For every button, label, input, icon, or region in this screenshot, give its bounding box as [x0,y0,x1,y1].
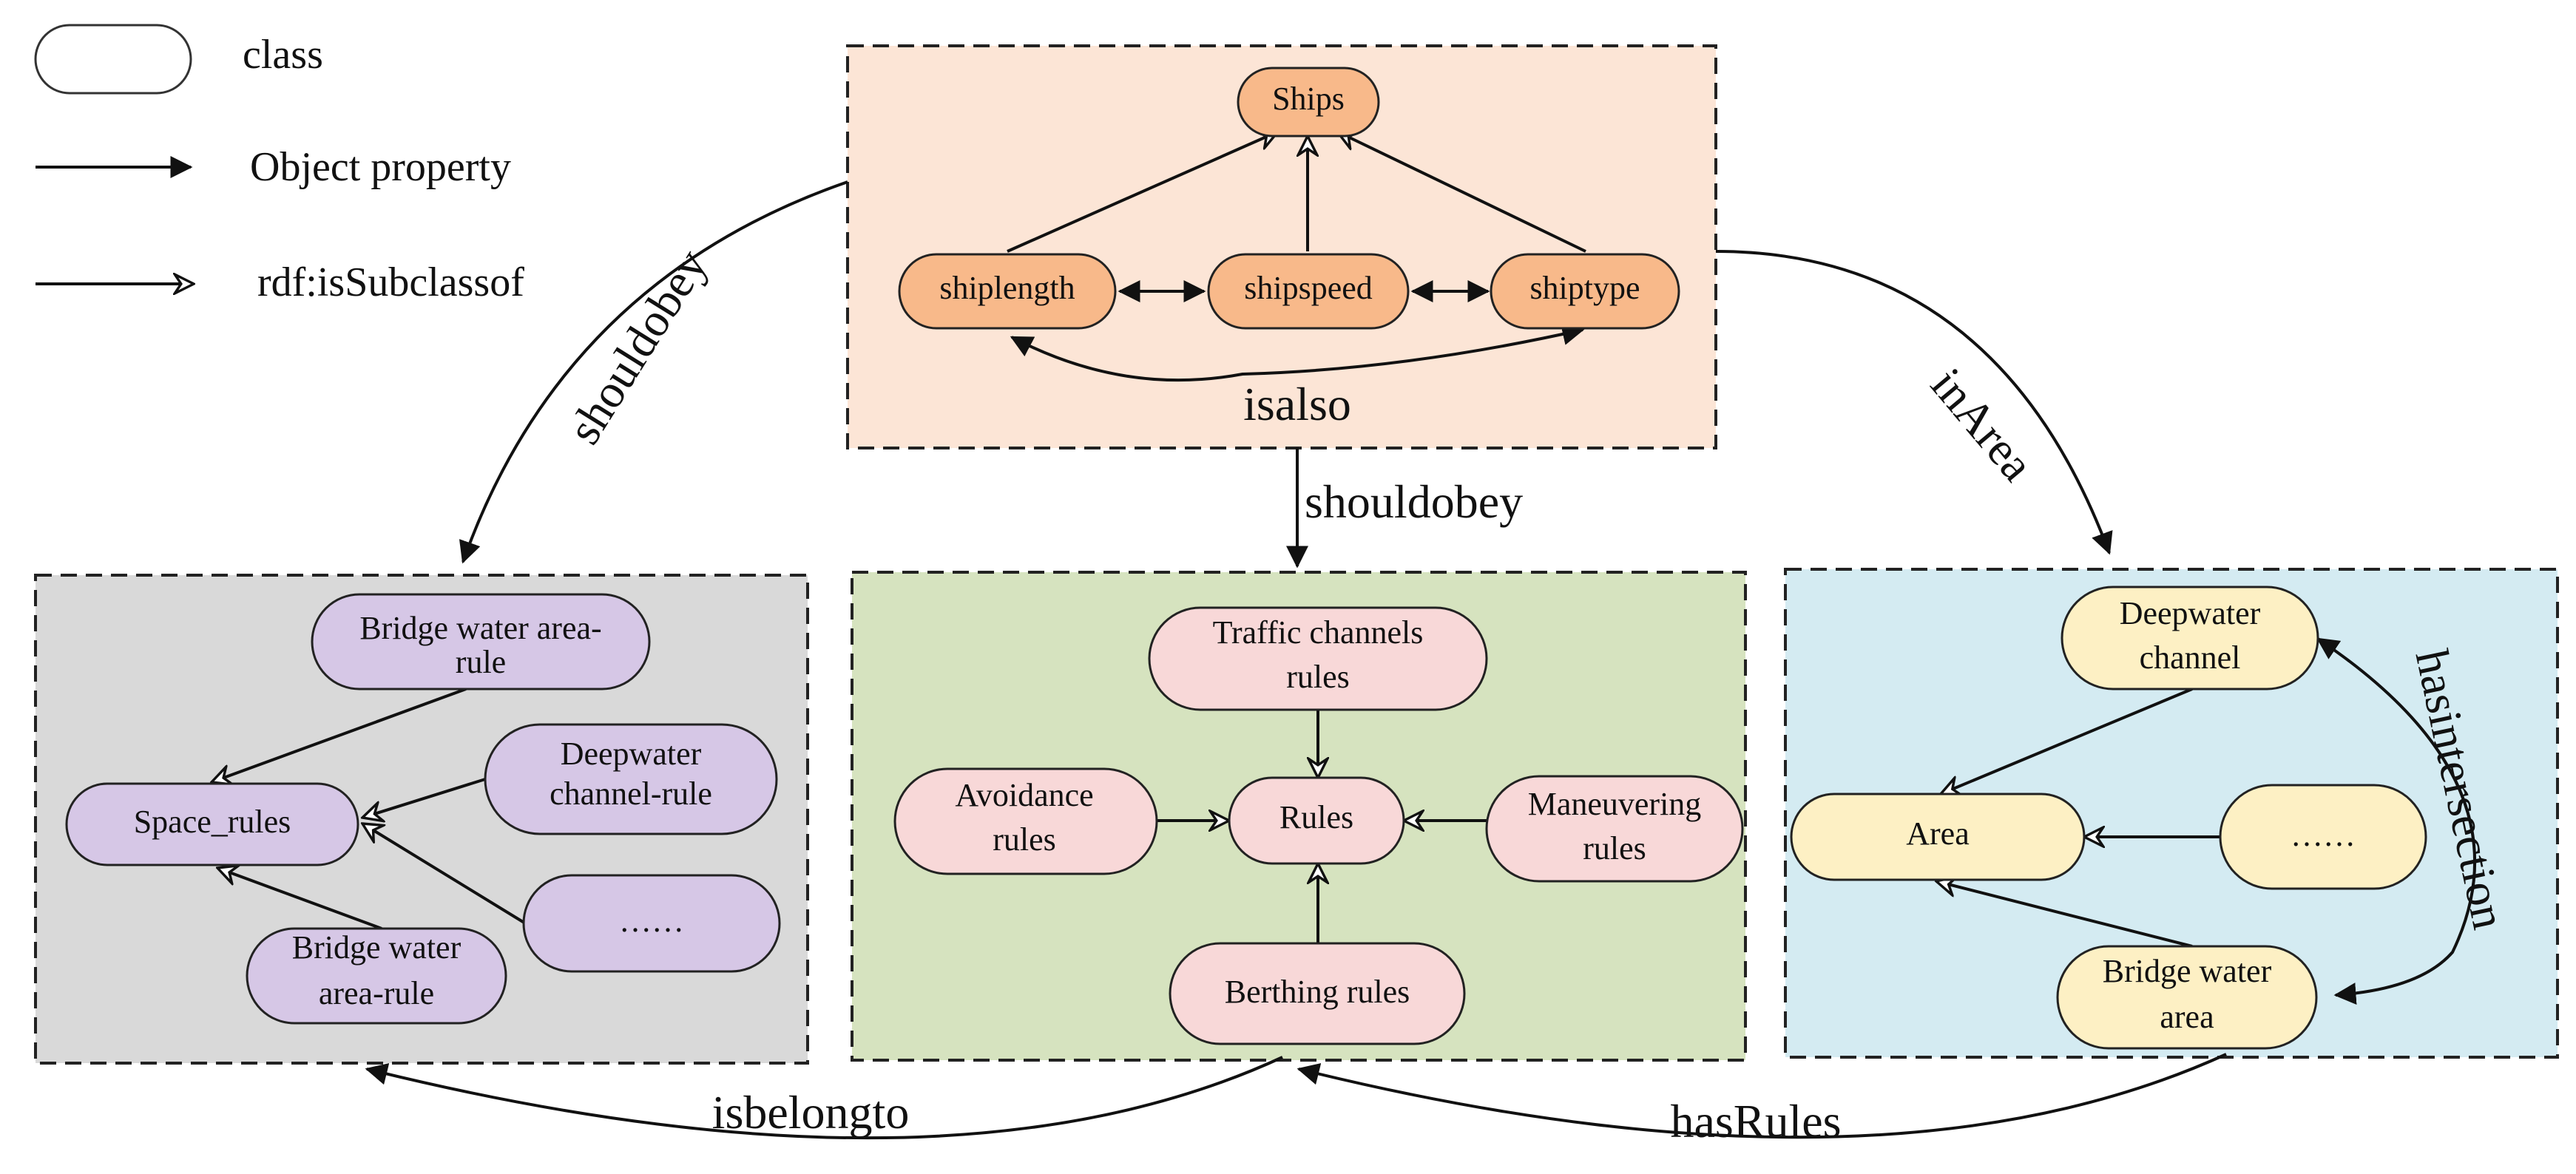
node-maneuvering-rules: Maneuvering rules [1485,775,1744,883]
legend-subclass-label: rdf:isSubclassof [257,259,524,305]
node-bridge-water-area-rule-bottom: Bridge water area-rule [246,927,507,1025]
node-bridge-top-line2: rule [456,644,506,680]
node-bridge-water-area: Bridge water area [2056,945,2318,1050]
node-shiplength-label: shiplength [939,270,1075,306]
shouldobey-left-edge [459,180,848,564]
node-bridge-area-line2: area [2160,999,2214,1035]
area-edges [1936,637,2476,1005]
node-shiplength: shiplength [898,253,1117,330]
node-rules-label: Rules [1279,799,1353,835]
node-maneuvering-line2: rules [1583,830,1646,866]
node-bridge-area-line1: Bridge water [2103,953,2272,989]
legend-class-label: class [243,32,323,78]
node-avoidance-line2: rules [993,821,1056,858]
isbelongto-label: isbelongto [712,1086,910,1139]
node-avoidance-rules: Avoidance rules [893,767,1158,875]
shiptype-subclass-edge [1337,132,1586,253]
hasintersection-edge [2316,637,2476,1005]
node-avoidance-line1: Avoidance [955,777,1093,813]
shouldobey-center-label: shouldobey [1305,475,1523,528]
bridge-bottom-subclass-edge [217,868,382,930]
node-deepwater-rule-line2: channel-rule [550,776,712,812]
node-maneuvering-line1: Maneuvering [1528,786,1702,822]
bridge-area-subclass-edge [1936,881,2193,948]
node-area: Area [1790,793,2086,881]
node-shipspeed-label: shipspeed [1244,270,1373,306]
node-bridge-water-area-rule-top: Bridge water area- rule [311,593,651,691]
shouldobey-left-label: shouldobey [557,240,717,453]
node-shiptype-label: shiptype [1529,270,1640,306]
node-berthing-rules: Berthing rules [1169,942,1466,1045]
deepwater-channel-subclass-edge [1941,688,2193,794]
node-bridge-bottom-line1: Bridge water [292,929,462,966]
node-ships: Ships [1237,67,1380,138]
node-deepwater-channel-line2: channel [2140,639,2241,676]
bridge-top-subclass-edge [212,688,467,782]
node-traffic-line1: Traffic channels [1213,614,1424,651]
node-shipspeed: shipspeed [1207,253,1410,330]
isalso-edge [1010,323,1585,382]
node-traffic-channels-rules: Traffic channels rules [1148,606,1488,711]
node-space-ellipsis: …… [522,874,781,973]
node-bridge-bottom-line2: area-rule [319,975,434,1011]
node-rules: Rules [1228,776,1405,865]
cross-edges [365,180,2227,1140]
legend: class Object property rdf:isSubclassof [34,24,524,305]
shiplength-subclass-edge [1007,132,1278,253]
deepwater-rule-subclass-edge [362,778,486,818]
node-traffic-line2: rules [1286,659,1350,695]
ellipsis-rule-subclass-edge [362,824,528,926]
node-deepwater-channel: Deepwater channel [2061,586,2319,691]
ships-edges [1007,132,1586,382]
rules-edges [1157,710,1487,943]
node-deepwater-channel-rule: Deepwater channel-rule [484,723,778,835]
hasrules-edge [1297,1053,2227,1139]
space-edges [212,688,528,930]
node-area-ellipsis: …… [2219,784,2427,890]
hasrules-label: hasRules [1670,1095,1841,1147]
isalso-label: isalso [1243,378,1351,430]
node-deepwater-rule-line1: Deepwater [561,736,702,772]
node-deepwater-channel-line1: Deepwater [2120,595,2261,631]
node-area-ellipsis-label: …… [2291,817,2356,853]
inarea-label: inArea [1921,359,2043,491]
inarea-edge [1715,250,2113,555]
node-space-rules-label: Space_rules [134,804,291,840]
legend-class-shape [34,24,192,95]
node-berthing-label: Berthing rules [1225,974,1410,1010]
isbelongto-edge [365,1056,1283,1140]
node-bridge-top-line1: Bridge water area- [359,610,601,646]
node-ships-label: Ships [1272,81,1345,117]
node-space-ellipsis-label: …… [619,903,684,939]
legend-object-property-label: Object property [250,144,511,190]
node-space-rules: Space_rules [65,782,359,866]
node-area-label: Area [1906,815,1970,852]
node-shiptype: shiptype [1490,253,1680,330]
